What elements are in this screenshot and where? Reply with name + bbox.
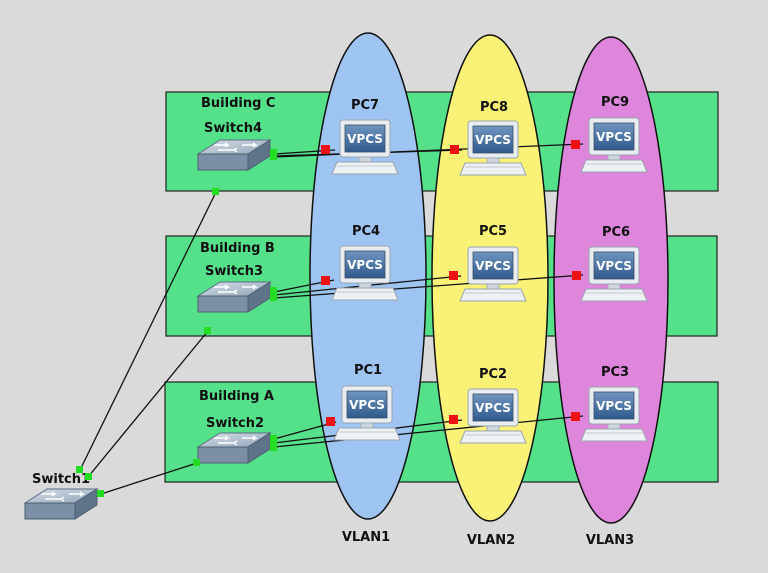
pc2-icon[interactable]: VPCS [459,388,527,444]
link-switch4-pc9[interactable] [273,143,584,158]
switch3-label: Switch3 [205,264,263,279]
vlan1-label: VLAN1 [342,530,390,545]
link-switch3-pc6[interactable] [273,274,584,299]
pc6-screen-text: VPCS [596,259,632,273]
pc3-label: PC3 [601,365,629,380]
building-b-label: Building B [200,241,275,256]
pc4-icon[interactable]: VPCS [331,245,399,301]
pc1-icon[interactable]: VPCS [333,385,401,441]
switch1-icon[interactable] [24,488,98,520]
link-switch1-switch2[interactable] [100,462,198,495]
pc2-screen-text: VPCS [475,401,511,415]
pc9-screen-text: VPCS [596,130,632,144]
port-pc1 [326,417,335,426]
pc3-screen-text: VPCS [596,399,632,413]
port-pc9 [571,140,580,149]
pc6-icon[interactable]: VPCS [580,246,648,302]
link-switch2-pc1[interactable] [273,421,337,440]
pc7-label: PC7 [351,98,379,113]
ports-green [76,149,277,497]
pc8-screen-text: VPCS [475,133,511,147]
port-pc5 [449,271,458,280]
port-pc8 [450,145,459,154]
pc9-label: PC9 [601,95,629,110]
pc4-screen-text: VPCS [347,258,383,272]
port-pc6 [572,271,581,280]
building-c-label: Building C [201,96,275,111]
port-switch3-pcs [270,287,277,301]
pc7-screen-text: VPCS [347,132,383,146]
port-pc4 [321,276,330,285]
port-switch3-uplink [204,327,211,334]
link-switch2-pc3[interactable] [273,415,584,448]
pc3-icon[interactable]: VPCS [580,386,648,442]
building-a-label: Building A [199,389,274,404]
switch2-label: Switch2 [206,416,264,431]
port-pc3 [571,412,580,421]
pc6-label: PC6 [602,225,630,240]
pc1-label: PC1 [354,363,382,378]
pc1-screen-text: VPCS [349,398,385,412]
ports-red [321,140,581,426]
pc4-label: PC4 [352,224,380,239]
switch4-label: Switch4 [204,121,262,136]
port-pc7 [321,145,330,154]
switch1-label: Switch1 [32,472,90,487]
port-switch2-pcs [270,435,277,451]
port-switch1-to-switch4 [76,466,83,473]
pc5-label: PC5 [479,224,507,239]
port-switch1-to-switch3 [85,473,92,480]
port-switch4-uplink [212,188,219,195]
pc8-icon[interactable]: VPCS [459,120,527,176]
vlan2-label: VLAN2 [467,533,515,548]
uplinks [79,191,217,495]
port-switch2-uplink [193,459,200,466]
link-switch1-switch4[interactable] [79,191,217,471]
pc9-icon[interactable]: VPCS [580,117,648,173]
vlan3-label: VLAN3 [586,533,634,548]
port-switch4-pcs [270,149,277,160]
pc5-icon[interactable]: VPCS [459,246,527,302]
pc2-label: PC2 [479,367,507,382]
link-switch1-switch3[interactable] [87,330,209,478]
pc8-label: PC8 [480,100,508,115]
port-switch1-to-switch2 [97,490,104,497]
pc7-icon[interactable]: VPCS [331,119,399,175]
port-pc2 [449,415,458,424]
pc5-screen-text: VPCS [475,259,511,273]
